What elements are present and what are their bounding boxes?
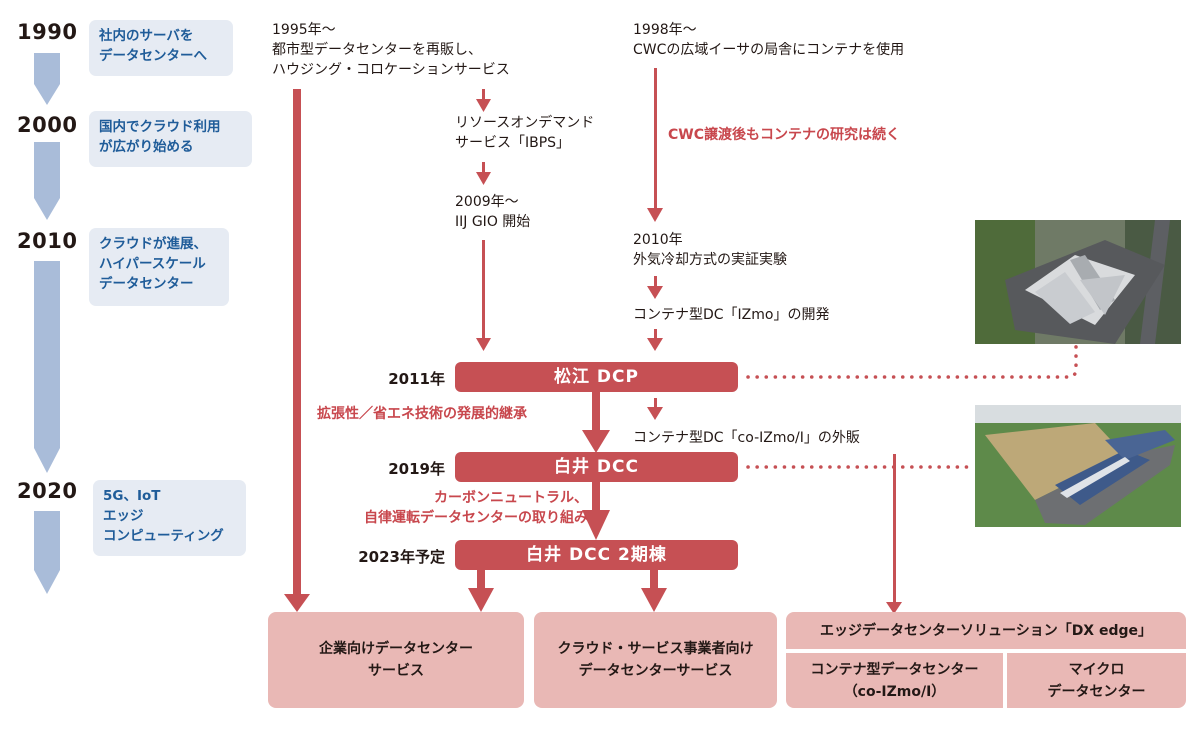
era-label-line: データセンター [99,276,194,292]
note-line: 自律運転データセンターの取り組み [364,510,588,526]
event-line: サービス「IBPS」 [455,135,571,151]
timeline-arrow-1990 [34,53,60,105]
era-label-line: ハイパースケール [99,256,206,272]
outcome-line: マイクロ [1068,661,1125,678]
outcome-dx-edge-title: エッジデータセンターソリューション「DX edge」 [786,612,1186,649]
arrow-to-gio-head [476,172,491,185]
era-label-line: 5G、IoT [103,488,161,504]
era-year-2020: 2020 [17,479,78,503]
era-year-2010: 2010 [17,229,78,253]
shiroi2-to-cloud-head [641,588,667,612]
timeline-arrow-2020 [34,511,60,594]
era-label-line: データセンターへ [99,48,207,64]
outcome-line: サービス [368,663,424,679]
era-label-line: が広がり始める [99,139,194,155]
outcome-enterprise-dc-service: 企業向けデータセンター サービス [268,612,524,708]
era-box-2020: 5G、IoT エッジ コンピューティング [93,480,246,556]
shiroi2-to-enterprise-head [468,588,494,612]
era-box-2000: 国内でクラウド利用 が広がり始める [89,111,252,167]
milestone-year-shiroi2: 2023年予定 [358,548,445,566]
outcome-micro-dc: マイクロ データセンター [1007,653,1186,708]
shiroi-rendering-image [975,405,1181,527]
event-cwc: 1998年～ CWCの広域イーサの局舎にコンテナを使用 [633,20,904,60]
housing-arrowhead [284,594,310,612]
milestone-shiroi-dcc-phase2: 白井 DCC 2期棟 [455,540,738,570]
event-co-izmo: コンテナ型DC「co-IZmo/I」の外販 [633,430,860,446]
cwc-line [654,68,657,210]
izmo-to-matsue-line [654,329,657,339]
outcome-line: クラウド・サービス事業者向け [557,641,754,657]
era-box-2010: クラウドが進展、 ハイパースケール データセンター [89,228,229,306]
shiroi-to-shiroi2-line [592,480,600,512]
event-line: 2010年 [633,232,683,248]
arrow-to-ibps-head [476,99,491,112]
note-carbon-neutral: カーボンニュートラル、 自律運転データセンターの取り組み [312,488,588,528]
arrow-to-ibps-line [482,89,485,99]
event-line: 1998年～ [633,22,697,38]
izmo-to-matsue-head [647,338,663,351]
matsue-to-shiroi-head [582,430,610,453]
event-ibps: リソースオンデマンド サービス「IBPS」 [455,113,594,153]
outcome-cloud-provider-dc-service: クラウド・サービス事業者向け データセンターサービス [534,612,777,708]
coizmo-to-edge-line [893,454,896,604]
outcome-container-dc: コンテナ型データセンター （co-IZmo/I） [786,653,1003,708]
shiroi-dcc-photo [975,405,1181,527]
milestone-year-matsue: 2011年 [388,370,445,388]
arrow-to-gio-line [482,162,485,172]
matsue-to-shiroi-line [592,392,600,432]
matsue-dcp-photo [975,220,1181,344]
housing-line [293,89,301,595]
era-year-1990: 1990 [17,20,78,44]
coizmo-to-edge-head [886,602,902,614]
event-housing: 1995年～ 都市型データセンターを再販し、 ハウジング・コロケーションサービス [272,20,510,80]
event-line: IIJ GIO 開始 [455,214,531,230]
outcome-line: コンテナ型データセンター [810,661,979,678]
outcome-line: データセンターサービス [578,663,733,679]
outcome-edge-solution-group: エッジデータセンターソリューション「DX edge」 コンテナ型データセンター … [786,612,1186,708]
outcome-line: 企業向けデータセンター [319,641,473,657]
note-cwc-research: CWC譲渡後もコンテナの研究は続く [668,127,900,143]
event-izmo: コンテナ型DC「IZmo」の開発 [633,307,830,323]
arrow-to-izmo-head [647,286,663,299]
shiroi2-to-cloud-line [650,568,658,588]
shiroi-to-shiroi2-head [582,510,610,540]
event-line: ハウジング・コロケーションサービス [272,62,510,78]
gio-to-matsue-line [482,240,485,338]
event-line: 都市型データセンターを再販し、 [272,42,482,58]
era-label-line: エッジ [103,508,144,524]
milestone-matsue-dcp: 松江 DCP [455,362,738,392]
era-year-2000: 2000 [17,113,78,137]
event-line: 2009年～ [455,194,519,210]
event-outside-air-cooling: 2010年 外気冷却方式の実証実験 [633,230,787,270]
event-line: CWCの広域イーサの局舎にコンテナを使用 [633,42,905,58]
matsue-aerial-image [975,220,1181,344]
outcome-line: （co-IZmo/I） [843,683,946,700]
timeline-arrow-2000 [34,142,60,220]
event-line: 1995年～ [272,22,336,38]
milestone-shiroi-dcc: 白井 DCC [455,452,738,482]
era-label-line: 国内でクラウド利用 [99,119,221,135]
shiroi2-to-enterprise-line [477,568,485,588]
era-box-1990: 社内のサーバを データセンターへ [89,20,233,76]
note-line: カーボンニュートラル、 [434,490,588,506]
milestone-year-shiroi: 2019年 [388,460,445,478]
era-label-line: 社内のサーバを [99,28,194,44]
arrow-to-izmo-line [654,276,657,286]
event-iij-gio: 2009年～ IIJ GIO 開始 [455,192,530,232]
matsue-to-coizmo-line [654,398,657,408]
cwc-arrowhead [647,208,663,222]
event-line: 外気冷却方式の実証実験 [633,252,787,268]
matsue-to-coizmo-head [647,407,663,420]
outcome-line: データセンター [1047,683,1146,700]
matsue-photo-dotted-connector [746,344,1078,379]
era-label-line: コンピューティング [103,528,224,544]
timeline-arrow-2010 [34,261,60,473]
era-label-line: クラウドが進展、 [99,236,207,252]
gio-to-matsue-head [476,338,491,351]
event-line: リソースオンデマンド [455,115,595,131]
note-inherit: 拡張性／省エネ技術の発展的継承 [317,406,527,422]
